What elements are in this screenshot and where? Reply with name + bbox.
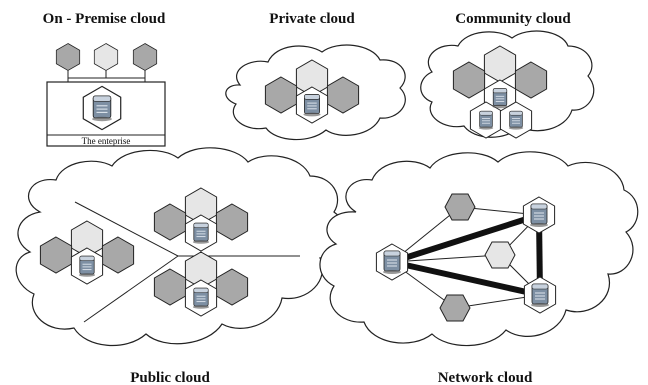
title-public: Public cloud [130,370,210,385]
cloud-shape [15,147,346,347]
server-icon [478,110,494,131]
server-icon [491,88,509,109]
network-cloud-diagram [319,151,639,347]
cloud-shape [319,151,639,347]
server-icon [192,287,210,310]
hexagon-icon [93,43,119,71]
server-icon [508,110,524,131]
server-icon [192,222,210,245]
community-cloud-diagram [420,30,595,139]
hexagon-icon [132,43,158,71]
title-network: Network cloud [438,370,533,385]
title-community: Community cloud [455,11,571,27]
server-icon [529,203,549,228]
title-on-premise: On - Premise cloud [43,11,166,27]
enterprise-label: The enteprise [82,136,131,146]
server-icon [302,94,322,117]
hexagon-icon [484,241,516,269]
hexagon-icon [439,294,471,322]
hexagon-icon [55,43,81,71]
public-cloud-diagram [15,147,346,347]
server-icon [91,95,113,122]
title-private: Private cloud [269,11,355,27]
private-cloud-diagram [225,44,406,141]
server-icon [78,255,96,278]
server-icon [382,250,402,275]
server-icon [530,283,550,308]
on-premise-diagram: The enteprise [46,43,166,147]
hexagon-icon [444,193,476,221]
